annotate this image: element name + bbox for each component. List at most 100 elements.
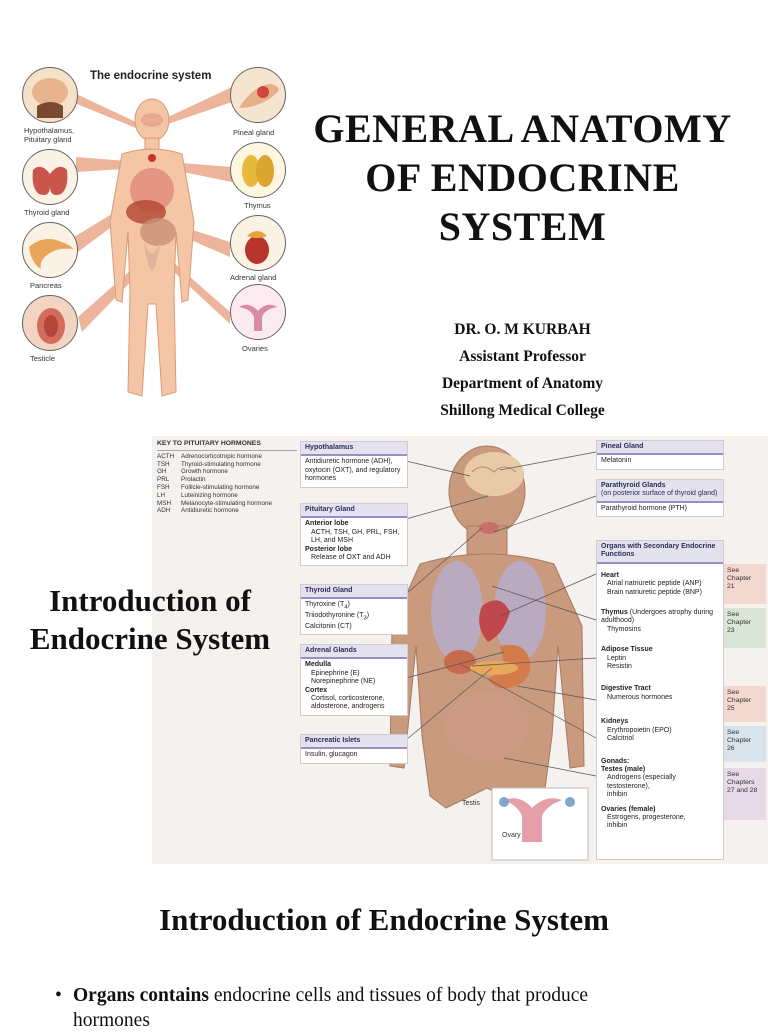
title-line-1: GENERAL ANATOMY <box>313 106 732 151</box>
adipose-text-1: Leptin <box>607 654 627 662</box>
intro-side-line-1: Introduction of <box>49 583 251 618</box>
thyroxine-text: Thyroxine (T4) <box>305 601 350 611</box>
posterior-lobe-text: Release of OXT and ADH <box>311 554 391 562</box>
figure1-title: The endocrine system <box>90 70 212 82</box>
ovaries-label: Ovaries (female) <box>601 805 656 813</box>
pituitary-box: Pituitary Gland Anterior lobe ACTH, TSH,… <box>300 503 408 567</box>
label-thymus: Thymus <box>244 201 271 210</box>
hypothalamus-box-heading: Hypothalamus <box>301 442 407 457</box>
author-department: Department of Anatomy <box>441 375 603 392</box>
thymus-text: Thymosins <box>607 625 641 633</box>
pancreas-box-heading: Pancreatic Islets <box>301 735 407 750</box>
thyroid-box-heading: Thyroid Gland <box>301 585 407 600</box>
heart-text-1: Atrial natriuretic peptide (ANP) <box>607 580 702 588</box>
section-heading: Introduction of Endocrine System <box>159 902 609 937</box>
pancreas-image <box>22 222 78 278</box>
adrenal-box: Adrenal Glands Medulla Epinephrine (E) N… <box>300 644 408 716</box>
page-title: GENERAL ANATOMY OF ENDOCRINE SYSTEM <box>280 104 765 251</box>
posterior-lobe-label: Posterior lobe <box>305 545 353 553</box>
digestive-text: Numerous hormones <box>607 693 673 701</box>
title-line-2: OF ENDOCRINE <box>365 155 680 200</box>
hypothalamus-box: Hypothalamus Antidiuretic hormone (ADH),… <box>300 441 408 488</box>
ovaries-text-2: inhibin <box>607 822 628 830</box>
ovaries-image <box>230 284 286 340</box>
medulla-text-1: Epinephrine (E) <box>311 669 360 677</box>
hypothalamus-box-text: Antidiuretic hormone (ADH), oxytocin (OX… <box>305 458 401 483</box>
thyroid-box: Thyroid Gland Thyroxine (T4) Triiodothyr… <box>300 584 408 636</box>
human-torso-illustration <box>389 445 597 861</box>
medulla-label: Medulla <box>305 661 332 669</box>
label-pancreas: Pancreas <box>30 281 62 290</box>
thymus-label: Thymus (Undergoes atrophy during adultho… <box>601 609 714 625</box>
adipose-text-2: Resistin <box>607 663 632 671</box>
endocrine-body-illustration <box>72 87 232 397</box>
label-thyroid: Thyroid gland <box>24 208 70 217</box>
triiodothyronine-text: Triiodothyronine (T3) <box>305 612 370 622</box>
pancreas-box: Pancreatic Islets Insulin, glucagon <box>300 734 408 764</box>
secondary-organs-box: Organs with Secondary Endocrine Function… <box>596 540 724 860</box>
ovary-label: Ovary <box>502 832 521 839</box>
secondary-organs-heading: Organs with Secondary Endocrine Function… <box>597 541 723 564</box>
kidneys-label: Kidneys <box>601 718 629 726</box>
endocrine-system-figure: The endocrine system Hypothalamus, Pitui… <box>18 62 290 407</box>
label-hypothalamus: Hypothalamus, <box>24 126 75 135</box>
label-pituitary: Pituitary gland <box>24 135 72 144</box>
bullet-text: Organs contains endocrine cells and tiss… <box>73 985 589 1031</box>
anterior-lobe-text: ACTH, TSH, GH, PRL, FSH, LH, and MSH <box>311 528 400 545</box>
heart-text-2: Brain natriuretic peptide (BNP) <box>607 588 702 596</box>
kidneys-text-1: Erythropoietin (EPO) <box>607 726 672 734</box>
thyroid-image <box>22 149 78 205</box>
testicle-image <box>22 295 78 351</box>
author-college: Shillong Medical College <box>440 402 605 419</box>
label-testicle: Testicle <box>30 354 56 363</box>
label-pineal: Pineal gland <box>233 128 275 137</box>
key-heading: KEY TO PITUITARY HORMONES <box>157 440 297 451</box>
heart-label: Heart <box>601 571 619 579</box>
pancreas-box-text: Insulin, glucagon <box>305 751 358 759</box>
bullet-dot: • <box>55 985 62 1006</box>
title-line-3: SYSTEM <box>438 204 607 249</box>
label-ovaries: Ovaries <box>242 344 268 353</box>
adipose-label: Adipose Tissue <box>601 646 653 654</box>
testis-label: Testis <box>462 800 480 807</box>
parathyroid-box: Parathyroid Glands (on posterior surface… <box>596 479 724 518</box>
gonads-label: Gonads: <box>601 757 630 765</box>
author-position: Assistant Professor <box>459 348 586 365</box>
parathyroid-box-heading: Parathyroid Glands (on posterior surface… <box>597 480 723 503</box>
pineal-box: Pineal Gland Melatonin <box>596 440 724 470</box>
pituitary-box-heading: Pituitary Gland <box>301 504 407 519</box>
pineal-box-text: Melatonin <box>601 457 632 465</box>
intro-side-line-2: Endocrine System <box>29 621 271 656</box>
hypothalamus-image <box>22 67 78 123</box>
testes-label: Testes (male) <box>601 765 646 773</box>
medulla-text-2: Norepinephrine (NE) <box>311 678 376 686</box>
bullet-item: • Organs contains endocrine cells and ti… <box>55 983 708 1033</box>
testes-text-2: inhibin <box>607 791 628 799</box>
ovaries-text-1: Estrogens, progesterone, <box>607 813 686 821</box>
cortex-label: Cortex <box>305 686 328 694</box>
thymus-image <box>230 142 286 198</box>
author-name: DR. O. M KURBAH <box>454 321 591 338</box>
intro-side-heading: Introduction of Endocrine System <box>8 582 292 658</box>
adrenal-box-heading: Adrenal Glands <box>301 645 407 660</box>
testes-text-1: Androgens (especially testosterone), <box>607 774 676 790</box>
digestive-label: Digestive Tract <box>601 685 651 693</box>
anterior-lobe-label: Anterior lobe <box>305 520 349 528</box>
adrenal-image <box>230 215 286 271</box>
kidneys-text-2: Calcitriol <box>607 735 634 743</box>
calcitonin-text: Calcitonin (CT) <box>305 623 352 630</box>
